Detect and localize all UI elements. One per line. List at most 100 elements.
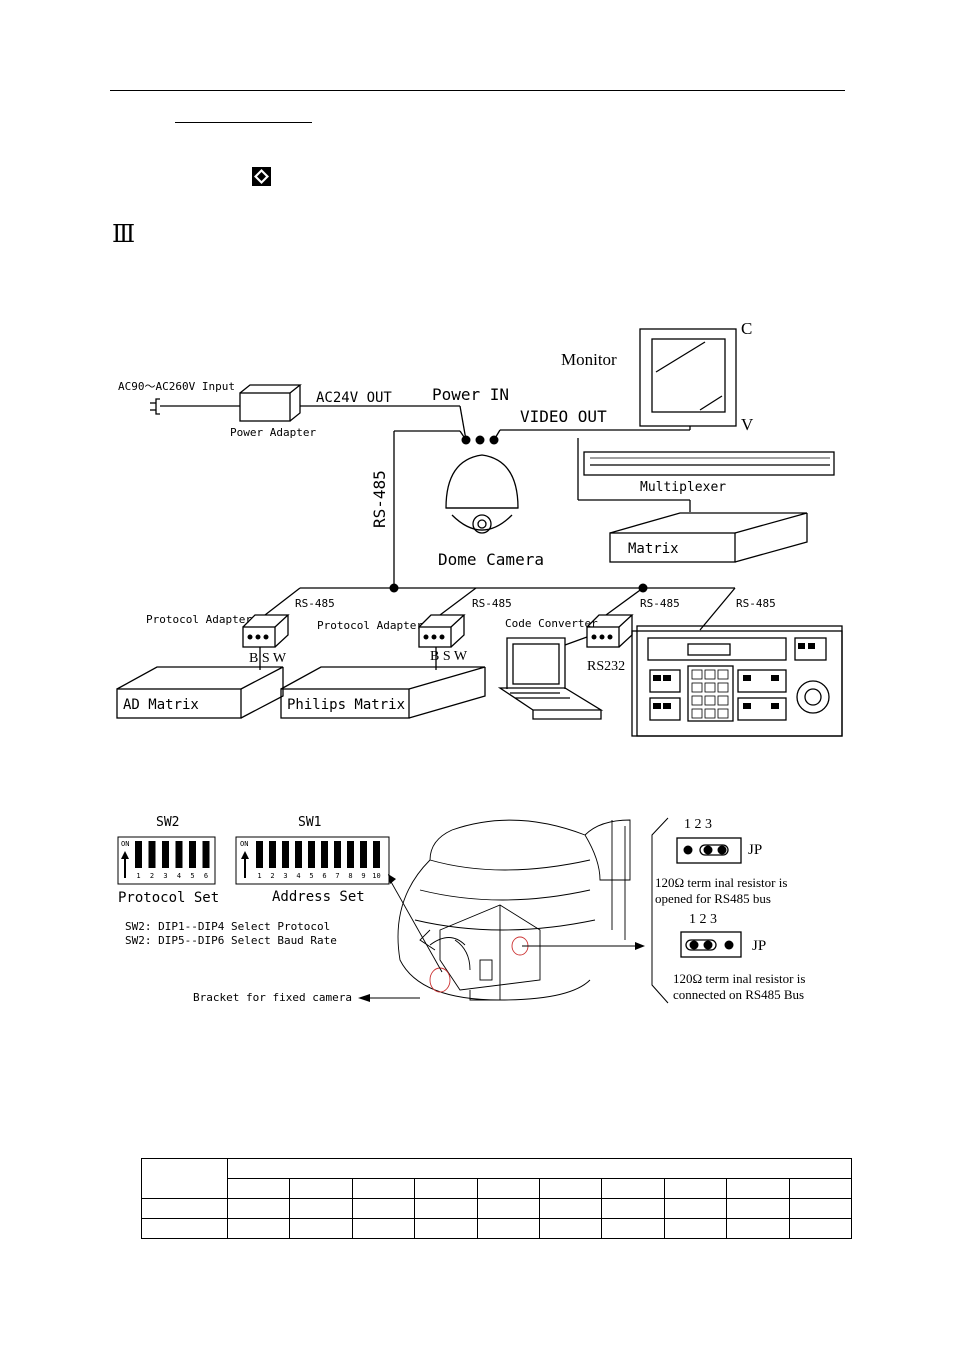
table-cell [538,1198,603,1219]
sw2-note-protocol: SW2: DIP1--DIP4 Select Protocol [125,920,330,933]
ac-input-label: AC90～AC260V Input [118,380,235,393]
rs485-label-4: RS-485 [736,597,776,610]
dip-number: 5 [309,872,313,880]
table-cell [476,1198,540,1219]
dip-key [347,841,354,868]
bsw-label-2: B S W [430,649,468,664]
power-plug-icon [150,398,240,415]
connected-text-1: 120Ω term inal resistor is [673,971,805,986]
bsw-label-1: B S W [249,651,287,666]
table-cell [788,1178,853,1199]
table-cell [538,1178,603,1199]
power-adapter-label: Power Adapter [230,426,316,439]
dip-number: 6 [204,872,208,880]
matrix-box [609,512,808,563]
protocol-adapter-1 [242,614,290,670]
jumper-opened [676,837,742,864]
dip-key [282,841,289,868]
matrix-label: Matrix [628,541,679,557]
table-cell [226,1218,291,1239]
table-cell [538,1218,603,1239]
bracket-label: Bracket for fixed camera [193,991,352,1004]
rs485-vertical-label: RS-485 [370,470,389,528]
protocol-set-label: Protocol Set [118,890,219,906]
c-label: C [741,319,752,338]
dip-key [189,841,196,868]
dip-number: 5 [190,872,194,880]
dip-number: 1 [136,872,140,880]
table-cell [726,1218,790,1239]
dome-interior-illustration [389,819,631,1001]
dome-camera [445,454,519,534]
table-cell [663,1178,728,1199]
dip-number: 3 [283,872,287,880]
philips-matrix-label: Philips Matrix [287,697,405,713]
opened-text-1: 120Ω term inal resistor is [655,875,787,890]
section-number: Ⅲ [112,222,136,248]
heading-underline [175,122,312,123]
sw2-label: SW2 [156,815,179,830]
keyboard-controller [631,625,843,737]
dip-key [135,841,142,868]
power-in-label: Power IN [432,385,509,404]
table-cell [601,1218,665,1239]
table-row [141,1218,853,1239]
svg-text:ON: ON [240,840,248,848]
ad-matrix-label: AD Matrix [123,697,199,713]
table-cell [141,1198,228,1219]
dome-camera-label: Dome Camera [438,550,544,569]
dip-key [162,841,169,868]
header-rule [110,90,845,91]
table-cell [788,1198,853,1219]
table-cell [351,1218,416,1239]
dip-number: 7 [335,872,339,880]
jumper-connected [680,931,742,958]
dip-number: 10 [372,872,380,880]
jp-label-bottom: JP [752,938,766,954]
dip-key [202,841,210,868]
table-cell [289,1218,353,1239]
jp-label-top: JP [748,842,762,858]
table-cell [476,1218,540,1239]
dip-key [148,841,156,868]
table-cell [226,1178,291,1199]
protocol-adapter-label-2: Protocol Adapter [317,619,423,632]
dip-key [175,841,183,868]
table-cell [414,1178,478,1199]
table-cell [289,1198,353,1219]
table-cell [289,1178,353,1199]
diamond-bullet-icon [252,167,271,186]
wiring-diagram: Monitor C V AC90～AC260V Input Power Adap… [116,319,843,737]
table-cell [601,1178,665,1199]
rs485-label-1: RS-485 [295,597,335,610]
dip-number: 2 [270,872,274,880]
table-cell [226,1198,291,1219]
rs485-label-3: RS-485 [640,597,680,610]
table-cell [141,1218,228,1239]
ad-matrix [116,666,284,719]
dip-setting-table [141,1158,853,1239]
multiplexer-label: Multiplexer [640,480,726,495]
video-out-label: VIDEO OUT [520,407,607,426]
monitor-label: Monitor [561,350,617,369]
table-cell [663,1198,728,1219]
code-converter [564,614,634,648]
multiplexer [583,451,835,476]
table-cell [414,1198,478,1219]
jumper-pins-top: 1 2 3 [684,817,712,832]
table-cell [227,1158,852,1179]
rs485-label-2: RS-485 [472,597,512,610]
dip-number: 8 [348,872,352,880]
dip-key [373,841,380,868]
table-cell [476,1178,540,1199]
code-converter-label: Code Converter [505,617,598,630]
dip-number: 9 [361,872,365,880]
table-cell [414,1218,478,1239]
dip-key [334,841,341,868]
dip-number: 4 [177,872,181,880]
dip-number: 1 [257,872,261,880]
dip-key [360,841,367,868]
